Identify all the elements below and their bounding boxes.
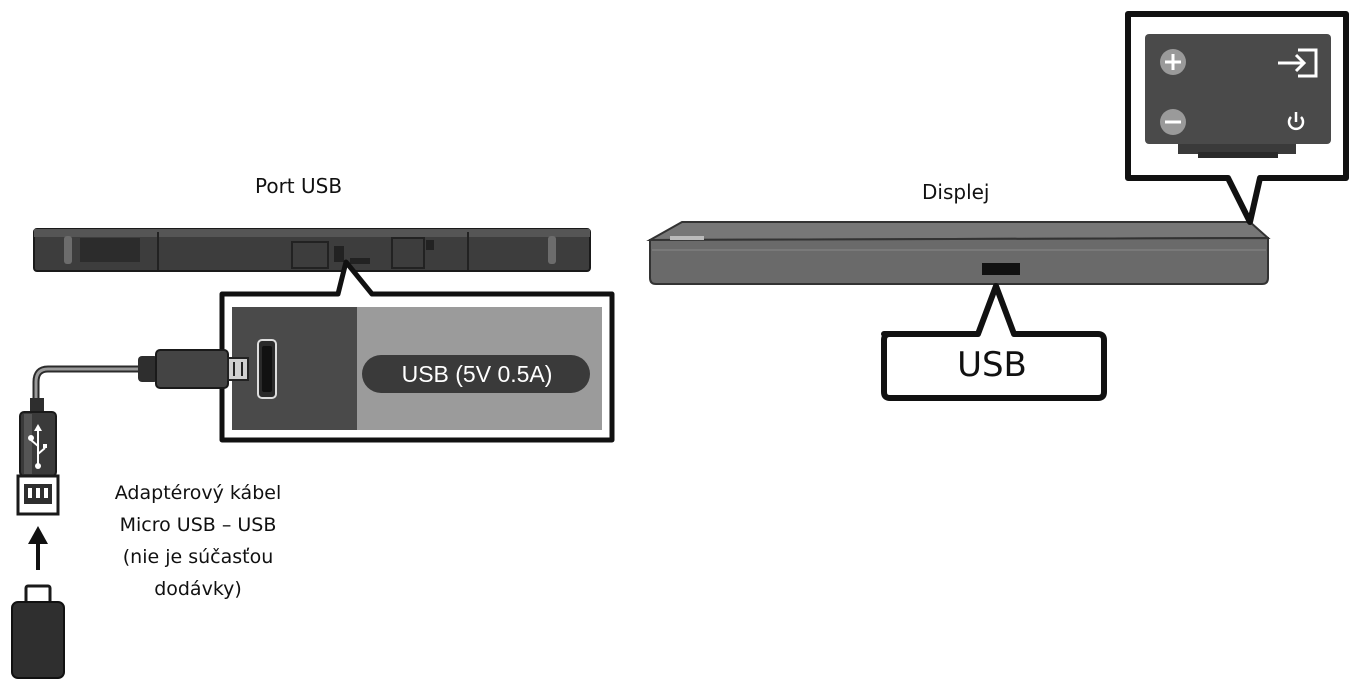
usb-device-plug bbox=[11, 584, 65, 679]
arrow-up-icon bbox=[28, 526, 48, 570]
usb-spec-label: USB (5V 0.5A) bbox=[401, 361, 553, 387]
soundbar-front-view bbox=[646, 221, 1271, 285]
usb-front-callout bbox=[881, 283, 1107, 401]
front-usb-port bbox=[982, 263, 1020, 275]
micro-usb-cable bbox=[32, 349, 249, 400]
plus-icon bbox=[1160, 49, 1186, 75]
control-panel-callout bbox=[1125, 11, 1349, 225]
display-label: Displej bbox=[922, 180, 990, 204]
adapter-caption-line: Micro USB – USB bbox=[119, 514, 277, 536]
port-usb-callout bbox=[219, 259, 615, 443]
usb-callout-label: USB bbox=[957, 345, 1027, 385]
usb-a-adapter bbox=[16, 398, 60, 516]
adapter-caption: Adaptérový kábel Micro USB – USB (nie je… bbox=[92, 477, 304, 605]
power-icon bbox=[1287, 112, 1305, 131]
adapter-caption-line: dodávky) bbox=[154, 578, 242, 600]
usb-spec-badge bbox=[362, 355, 590, 393]
port-usb-label: Port USB bbox=[255, 174, 343, 198]
input-source-icon bbox=[1278, 48, 1318, 78]
usb-symbol-icon bbox=[28, 424, 47, 469]
micro-usb-plug bbox=[155, 349, 229, 389]
minus-icon bbox=[1160, 109, 1186, 135]
adapter-caption-line: (nie je súčasťou bbox=[122, 546, 274, 568]
soundbar-rear-view bbox=[33, 228, 591, 272]
adapter-caption-line: Adaptérový kábel bbox=[114, 482, 282, 504]
